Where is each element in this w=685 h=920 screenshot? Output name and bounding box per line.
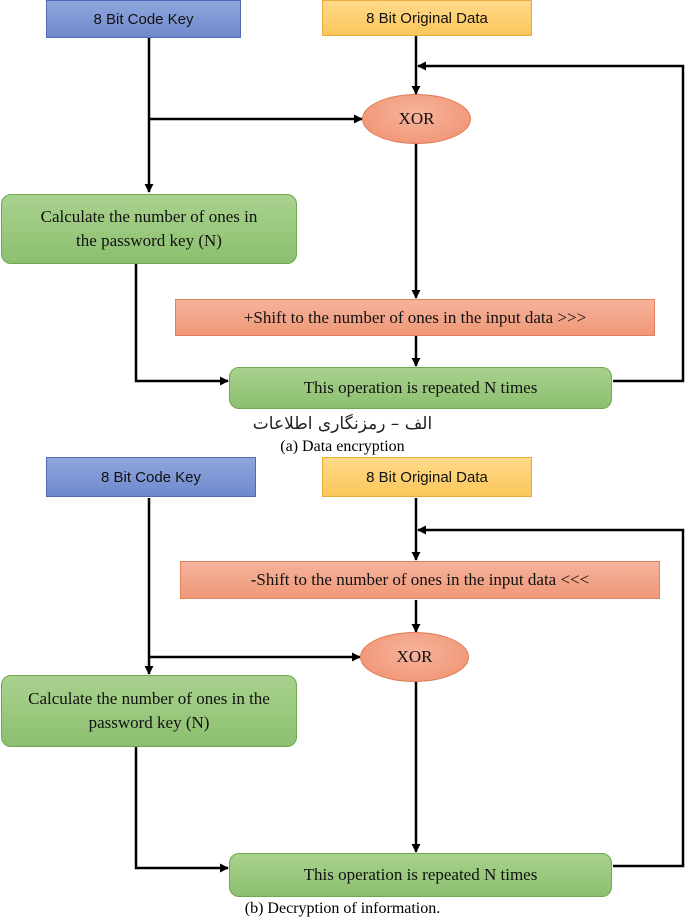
xor-label: XOR (398, 109, 435, 128)
repeat-label-b: This operation is repeated N times (303, 865, 538, 884)
code-key-label-b: 8 Bit Code Key (100, 468, 202, 486)
count-ones-line-2-b: password key (N) (88, 713, 210, 732)
arrow-repeat-loop (417, 61, 685, 383)
shift-right-box: +Shift to the number of ones in the inpu… (175, 299, 655, 336)
original-data-box-b: 8 Bit Original Data (322, 457, 532, 497)
count-ones-line-1-b: Calculate the number of ones in the (28, 689, 270, 708)
code-key-box: 8 Bit Code Key (46, 0, 241, 38)
arrow-count-to-repeat (134, 264, 229, 386)
original-data-label-b: 8 Bit Original Data (366, 468, 488, 486)
shift-right-label: +Shift to the number of ones in the inpu… (243, 307, 587, 327)
original-data-box: 8 Bit Original Data (322, 0, 532, 36)
repeat-box: This operation is repeated N times (229, 367, 612, 409)
persian-caption: الف – رمزنگاری اطلاعات (252, 414, 433, 434)
shift-left-label: -Shift to the number of ones in the inpu… (250, 570, 590, 589)
count-ones-box-b: Calculate the number of ones in the pass… (1, 675, 297, 747)
caption-encryption: (a) Data encryption (280, 438, 405, 455)
count-ones-box: Calculate the number of ones in the pass… (1, 194, 297, 264)
count-ones-line-1: Calculate the number of ones in (40, 207, 258, 226)
xor-node-b: XOR (360, 632, 469, 682)
shift-left-box: -Shift to the number of ones in the inpu… (180, 561, 660, 599)
original-data-label: 8 Bit Original Data (366, 9, 488, 27)
count-ones-line-2: the password key (N) (76, 231, 222, 250)
code-key-label: 8 Bit Code Key (93, 10, 194, 28)
arrow-count-to-repeat-b (134, 746, 229, 873)
arrow-repeat-loop-b (417, 525, 685, 868)
code-key-box-b: 8 Bit Code Key (46, 457, 256, 497)
caption-decryption: (b) Decryption of information. (244, 900, 441, 917)
xor-label-b: XOR (396, 647, 433, 666)
repeat-label: This operation is repeated N times (303, 378, 538, 397)
xor-node: XOR (362, 94, 471, 144)
repeat-box-b: This operation is repeated N times (229, 853, 612, 897)
